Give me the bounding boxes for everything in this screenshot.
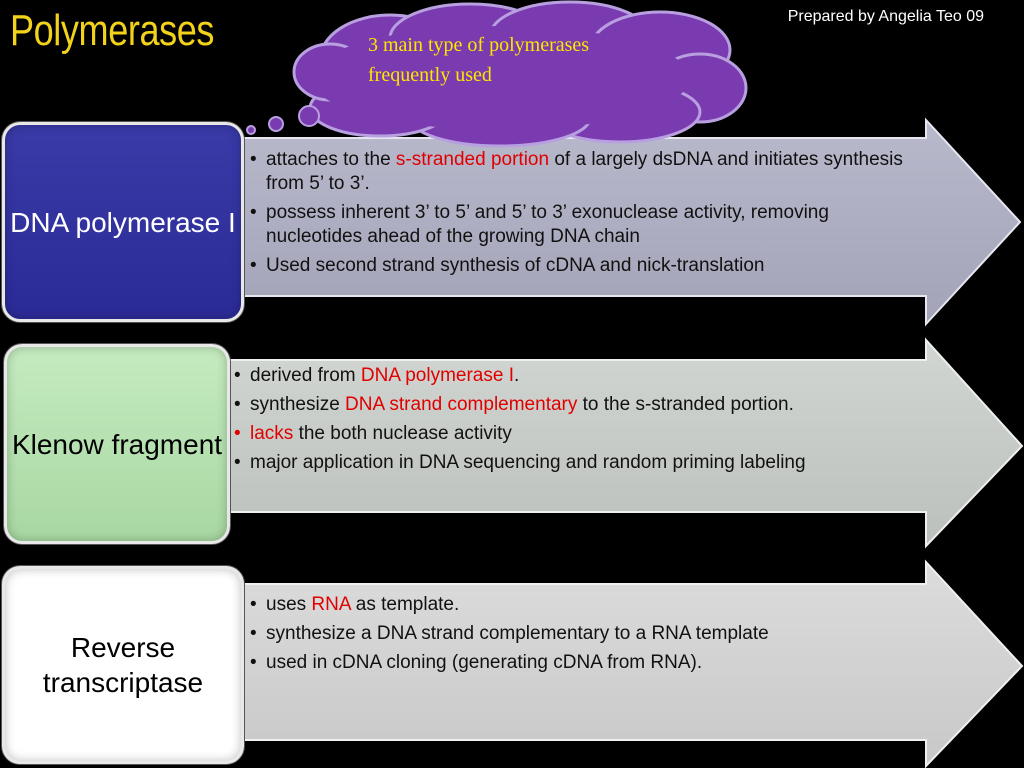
row-label: Reverse transcriptase bbox=[42, 632, 204, 698]
bullet-item: used in cDNA cloning (generating cDNA fr… bbox=[250, 651, 930, 675]
highlight-text: s-stranded portion bbox=[395, 149, 550, 170]
bullet-list-reverse-transcriptase: uses RNA as template. synthesize a DNA s… bbox=[250, 593, 930, 680]
row-label: Klenow fragment bbox=[11, 428, 223, 460]
bullet-text: uses bbox=[266, 594, 312, 615]
highlight-text: RNA bbox=[311, 594, 351, 615]
bullet-text: the both nuclease activity bbox=[293, 423, 512, 444]
highlight-text: lacks bbox=[250, 423, 294, 444]
bullet-item: derived from DNA polymerase I. bbox=[234, 364, 974, 388]
bullet-list-dna-polymerase-i: attaches to the s-stranded portion of a … bbox=[250, 148, 930, 283]
bullet-item: synthesize DNA strand complementary to t… bbox=[234, 393, 974, 417]
bullet-text: possess inherent 3’ to 5’ and 5’ to 3’ e… bbox=[266, 202, 829, 247]
callout-text: 3 main type of polymerases frequently us… bbox=[368, 34, 590, 86]
bullet-text: of a largely dsDNA and initiates synthes… bbox=[266, 149, 903, 194]
bullet-item: possess inherent 3’ to 5’ and 5’ to 3’ e… bbox=[250, 201, 930, 249]
row-label: DNA polymerase I bbox=[10, 206, 236, 238]
bullet-text: synthesize bbox=[250, 394, 346, 415]
bullet-item: synthesize a DNA strand complementary to… bbox=[250, 622, 930, 646]
bullet-item: attaches to the s-stranded portion of a … bbox=[250, 148, 930, 196]
label-box-dna-polymerase-i: DNA polymerase I bbox=[2, 122, 244, 322]
bullet-text: Used second strand synthesis of cDNA and… bbox=[266, 255, 765, 276]
bullet-list-klenow-fragment: derived from DNA polymerase I. synthesiz… bbox=[234, 364, 974, 480]
bullet-item: uses RNA as template. bbox=[250, 593, 930, 617]
bullet-text: synthesize a DNA strand complementary to… bbox=[266, 623, 769, 644]
bullet-item: major application in DNA sequencing and … bbox=[234, 451, 974, 475]
slide-title: Polymerases bbox=[10, 6, 215, 55]
bullet-text: major application in DNA sequencing and … bbox=[250, 452, 806, 473]
bullet-text: attaches to the bbox=[266, 149, 396, 170]
bullet-text: to the s-stranded portion. bbox=[577, 394, 794, 415]
label-box-reverse-transcriptase: Reverse transcriptase bbox=[2, 566, 244, 764]
author-credit: Prepared by Angelia Teo 09 bbox=[787, 8, 984, 25]
bullet-text: derived from bbox=[250, 365, 361, 386]
highlight-text: DNA strand complementary bbox=[345, 394, 578, 415]
label-box-klenow-fragment: Klenow fragment bbox=[4, 344, 230, 544]
bullet-text: as template. bbox=[350, 594, 460, 615]
highlight-text: DNA polymerase I bbox=[360, 365, 514, 386]
bullet-text: . bbox=[514, 365, 520, 386]
bullet-item: Used second strand synthesis of cDNA and… bbox=[250, 254, 930, 278]
bullet-text: used in cDNA cloning (generating cDNA fr… bbox=[266, 652, 703, 673]
bullet-item: lacks the both nuclease activity bbox=[234, 422, 974, 446]
